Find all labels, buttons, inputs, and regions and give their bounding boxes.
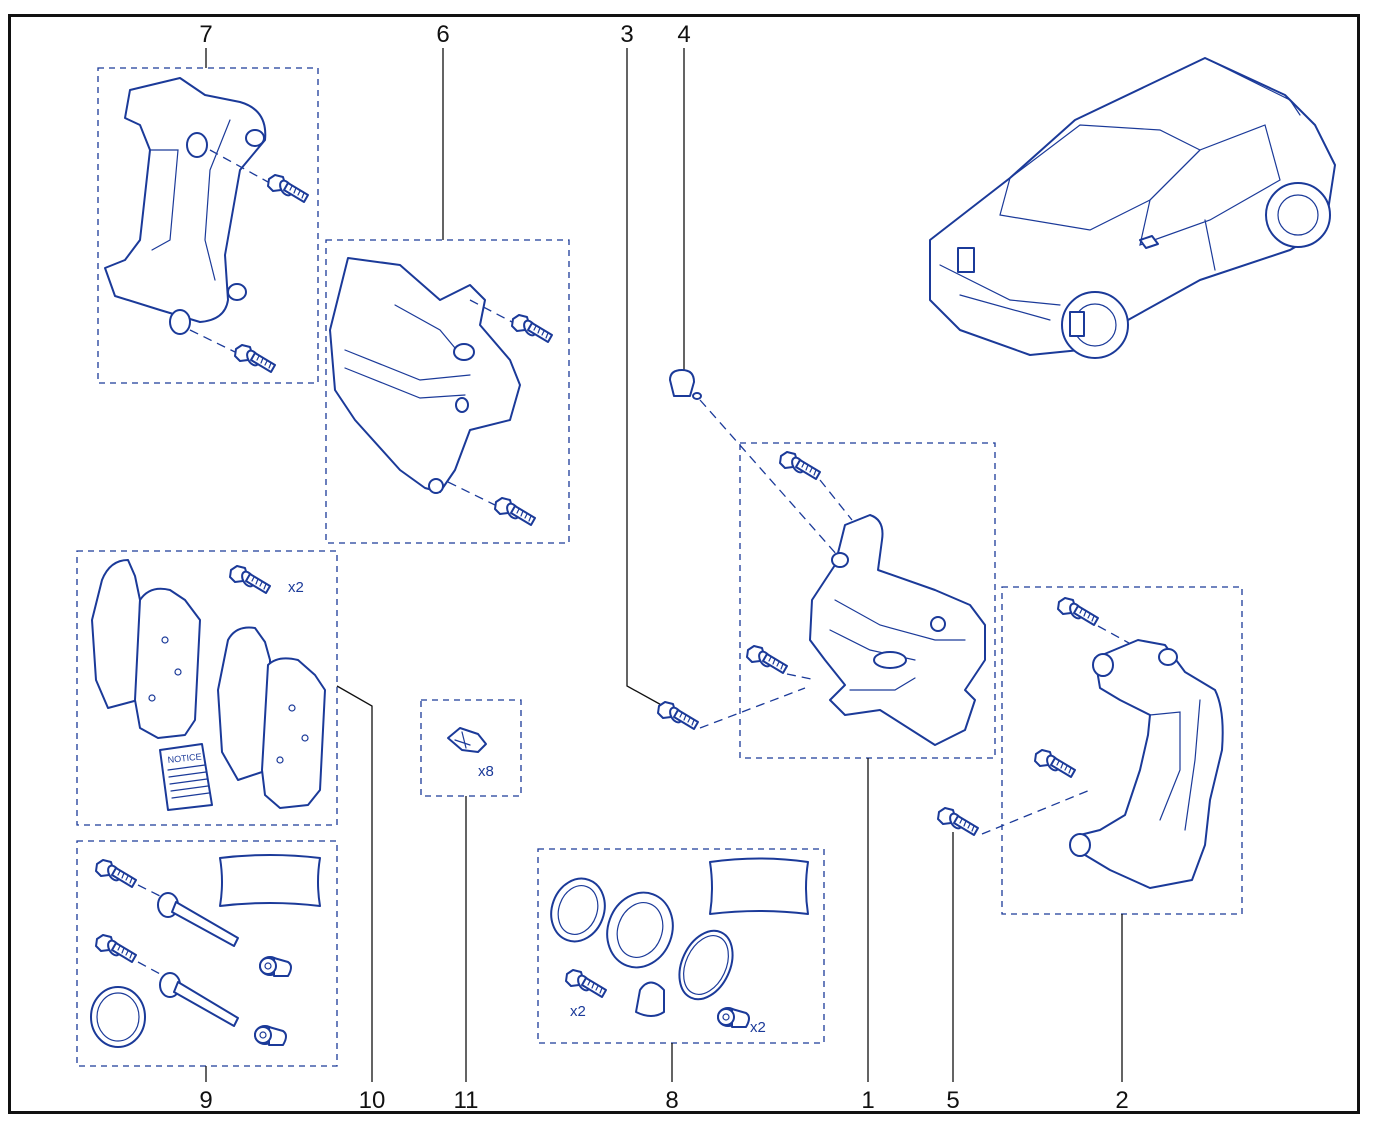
qty-kit8-bushings: x2 [750,1019,766,1036]
bleed-cap-4 [669,369,702,400]
caliper-6 [329,257,521,494]
callout-4-label: 4 [677,21,690,48]
qty-kit8-bolts: x2 [570,1003,586,1020]
bolt-6-lower [494,497,536,526]
callout-6-group: 6 [325,21,570,544]
guide-pin-upper [157,892,239,947]
callout-2-group: 2 [1001,586,1243,1114]
callout-1-group: 1 [739,442,996,1114]
callout-6-label: 6 [436,21,449,48]
bolt-6-upper [511,314,553,343]
bolt-1-upper [779,451,821,480]
callout-5-group: 5 [937,789,1091,1114]
callout-3-label: 3 [620,21,633,48]
callout-10-group: x2 NOTICE 10 [76,550,386,1114]
seal-ring-8a [550,877,606,943]
bolt-9-lower [95,934,137,963]
bolt-2-lower [1034,749,1076,778]
car-illustration [929,57,1336,359]
callout-11-group: x8 11 [420,699,522,1114]
grease-sachet-9 [219,854,321,907]
bushing-9-lower [254,1025,287,1046]
callout-7-group: 7 [97,21,319,384]
bushing-9-upper [259,956,292,977]
bolt-7-upper [267,174,309,203]
qty-bolts-pads: x2 [288,579,304,596]
diagram-frame [8,14,1360,1114]
callout-8-group: x2 x2 8 [537,848,825,1114]
bolt-10 [229,565,271,594]
bolt-8 [565,969,607,998]
bolt-9-upper [95,859,137,888]
carrier-bracket-7 [104,77,267,335]
bolt-1-lower [746,645,788,674]
callout-4-group: 4 [669,21,839,557]
bolt-7-lower [234,344,276,373]
seal-ring-9 [90,986,146,1048]
callout-5-label: 5 [946,1087,959,1114]
piston-seal-8 [606,891,674,969]
callout-9-label: 9 [199,1087,212,1114]
callout-9-group: 9 [76,840,338,1114]
notice-leaflet: NOTICE [159,743,213,811]
brake-pads-10 [91,559,326,809]
callout-10-label: 10 [359,1087,386,1114]
bleed-cap-8 [635,981,665,1017]
bushing-8 [717,1007,750,1028]
clip-11 [447,727,487,753]
caliper-1 [809,514,986,746]
callout-7-label: 7 [199,21,212,48]
bolt-5 [937,807,979,836]
grease-sachet-8 [709,857,809,915]
callout-11-label: 11 [454,1087,479,1114]
notice-label: NOTICE [167,751,202,765]
carrier-bracket-2 [1069,639,1224,889]
guide-pin-lower [159,972,239,1027]
callout-8-label: 8 [665,1087,678,1114]
callout-1-label: 1 [861,1087,874,1114]
callout-3-group: 3 [620,21,806,730]
callout-2-label: 2 [1115,1087,1128,1114]
qty-clips: x8 [478,763,494,780]
seal-ring-8b [678,929,734,1001]
bolt-2-upper [1057,597,1099,626]
bolt-3 [657,701,699,730]
